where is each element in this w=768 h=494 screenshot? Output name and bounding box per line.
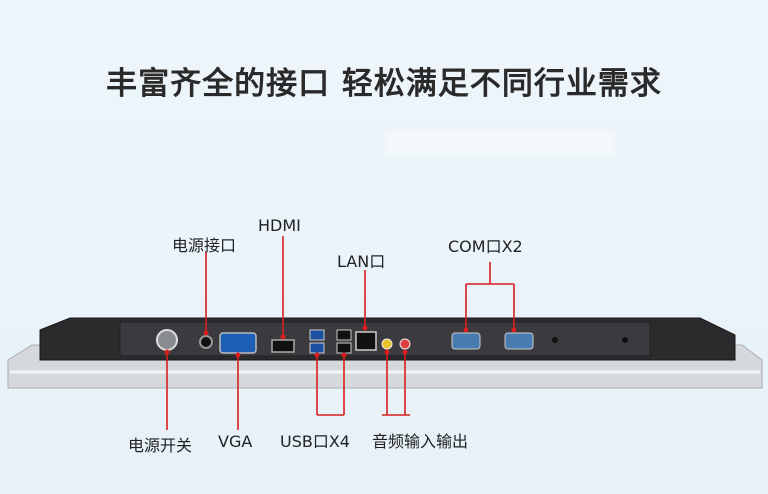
faint-watermark: [385, 130, 615, 156]
lan-port: [355, 331, 377, 351]
usb-port-2: [309, 342, 325, 354]
usb-port-3: [336, 329, 352, 341]
callout-lines: [166, 236, 515, 430]
audio-port-out: [399, 338, 411, 350]
vga-port: [219, 332, 257, 354]
label-hdmi: HDMI: [258, 216, 301, 235]
usb-port-1: [309, 329, 325, 341]
callout-dots: [164, 325, 517, 358]
label-vga: VGA: [218, 432, 253, 451]
com-port-2: [504, 332, 534, 350]
power-port: [199, 335, 213, 349]
usb-port-4: [336, 342, 352, 354]
label-power-port: 电源接口: [172, 236, 237, 255]
label-lan: LAN口: [337, 252, 386, 271]
hdmi-port: [271, 339, 295, 353]
screw-hole-2: [622, 337, 628, 343]
screw-hole-1: [552, 337, 558, 343]
label-com: COM口X2: [448, 237, 523, 256]
label-usb: USB口X4: [280, 432, 350, 451]
headline: 丰富齐全的接口 轻松满足不同行业需求: [106, 66, 662, 102]
com-port-1: [451, 332, 481, 350]
label-audio: 音频输入输出: [372, 432, 469, 451]
audio-port-in: [381, 338, 393, 350]
label-power-switch: 电源开关: [128, 436, 193, 455]
power-switch-knob: [156, 329, 178, 351]
